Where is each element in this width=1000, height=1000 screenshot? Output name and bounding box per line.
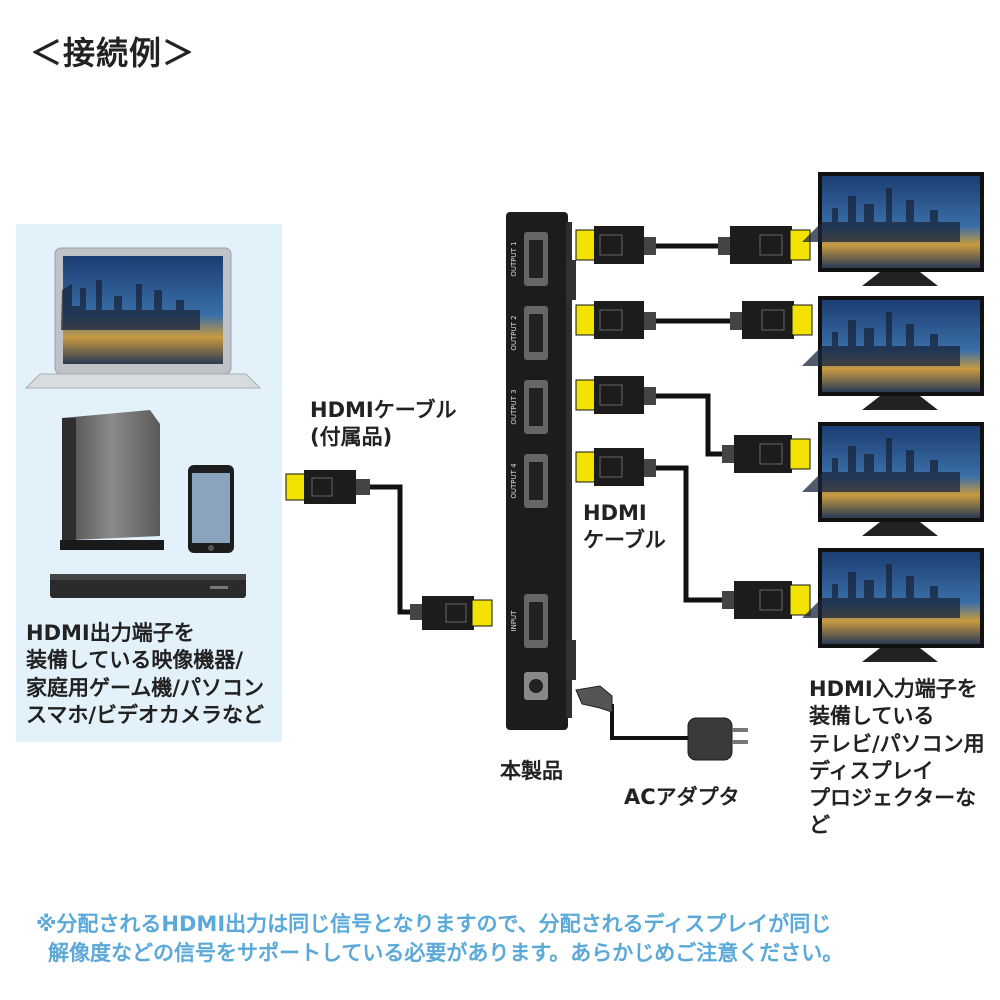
dc-power-port	[524, 672, 548, 700]
display-2-icon	[802, 296, 984, 410]
note-line: ※分配されるHDMI出力は同じ信号となりますので、分配されるディスプレイが同じ	[36, 912, 832, 936]
display-label-line: 装備している	[809, 704, 935, 729]
source-label-line: HDMI出力端子を	[26, 621, 195, 645]
page-title: ＜接続例＞	[30, 34, 196, 72]
port-label-output-2: OUTPUT 2	[510, 315, 518, 350]
ac-adapter-icon	[575, 685, 748, 761]
source-devices-label: HDMI出力端子を 装備している映像機器/ 家庭用ゲーム機/パソコン スマホ/ビ…	[26, 620, 276, 729]
display-label-line: プロジェクターなど	[809, 786, 977, 838]
smartphone-icon	[188, 465, 234, 553]
cable-label-line: HDMIケーブル	[310, 398, 457, 422]
source-label-line: スマホ/ビデオカメラなど	[26, 702, 265, 727]
game-console-icon	[60, 410, 164, 550]
display-4-icon	[802, 548, 984, 662]
cable-label-line: ケーブル	[583, 528, 666, 553]
display-label-line: HDMI入力端子を	[809, 677, 978, 701]
port-label-output-1: OUTPUT 1	[510, 241, 518, 276]
hdmi-port-output-4	[524, 454, 548, 508]
output-cable-label: HDMI ケーブル	[583, 500, 666, 555]
hdmi-cable-output-1	[575, 226, 811, 264]
display-label-line: テレビ/パソコン用	[809, 731, 985, 756]
display-3-icon	[802, 422, 984, 536]
hdmi-cable-output-2	[575, 301, 813, 339]
display-1-icon	[802, 172, 984, 286]
cable-label-line: (付属品)	[310, 425, 393, 450]
displays-label: HDMI入力端子を 装備している テレビ/パソコン用 ディスプレイ プロジェクタ…	[809, 676, 994, 840]
product-label: 本製品	[500, 759, 563, 783]
port-label-output-3: OUTPUT 3	[510, 389, 518, 424]
caution-note: ※分配されるHDMI出力は同じ信号となりますので、分配されるディスプレイが同じ …	[36, 910, 986, 969]
hdmi-port-input	[524, 594, 548, 648]
port-label-input: INPUT	[510, 610, 518, 632]
hdmi-port-output-2	[524, 306, 548, 360]
input-cable-label: HDMIケーブル (付属品)	[310, 397, 456, 452]
video-recorder-icon	[50, 574, 246, 598]
cable-label-line: HDMI	[583, 501, 647, 525]
hdmi-cable-output-3	[575, 376, 811, 473]
note-line: 解像度などの信号をサポートしている必要があります。あらかじめご注意ください。	[48, 941, 844, 966]
display-label-line: ディスプレイ	[809, 758, 934, 783]
laptop-icon	[24, 247, 262, 389]
port-label-output-4: OUTPUT 4	[510, 463, 518, 499]
source-label-line: 装備している映像機器/	[26, 648, 244, 673]
hdmi-splitter-device: OUTPUT 1 OUTPUT 2 OUTPUT 3 OUTPUT 4 INPU…	[506, 212, 576, 730]
source-label-line: 家庭用ゲーム機/パソコン	[26, 675, 265, 700]
hdmi-cable-output-4	[575, 448, 811, 619]
hdmi-port-output-1	[524, 232, 548, 286]
hdmi-cable-input	[285, 470, 493, 630]
ac-adapter-label: ACアダプタ	[624, 785, 740, 809]
hdmi-port-output-3	[524, 380, 548, 434]
